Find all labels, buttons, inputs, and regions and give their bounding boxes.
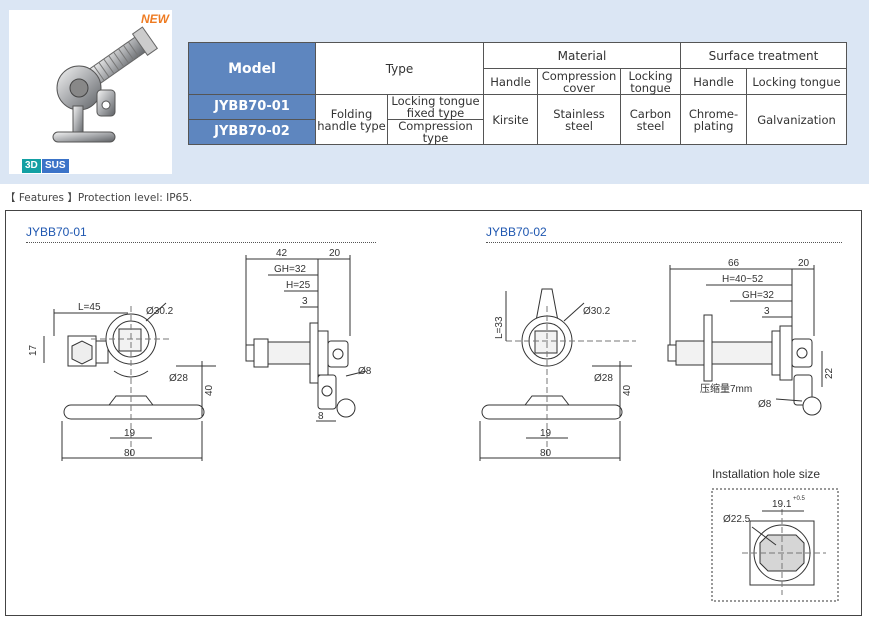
product-band: NEW 3D — [0, 0, 869, 184]
sub-locking-tongue: Locking tongue — [620, 68, 681, 95]
material-handle: Kirsite — [483, 94, 538, 145]
front-view-02 — [479, 288, 636, 461]
model-row-1: JYBB70-01 — [188, 94, 316, 120]
section-title-01: JYBB70-01 — [26, 225, 87, 239]
side-view-01 — [245, 255, 367, 422]
dim-w191: 19.1 — [772, 499, 792, 510]
dim-l33: L=33 — [494, 316, 505, 339]
dim-20-02: 20 — [798, 258, 810, 269]
product-image: NEW 3D — [9, 10, 172, 174]
new-badge: NEW — [141, 12, 169, 26]
dim-h25: H=25 — [286, 280, 311, 291]
dim-d302: Ø30.2 — [146, 306, 174, 317]
install-labels: Ø22.5 19.1 +0.5 — [723, 496, 806, 525]
dim-3: 3 — [302, 296, 308, 307]
dim-66: 66 — [728, 258, 740, 269]
surface-handle: Chrome-plating — [680, 94, 747, 145]
header-type: Type — [315, 42, 484, 95]
dim-w8: 8 — [318, 411, 324, 422]
spec-table: Model Type Material Surface treatment Ha… — [188, 42, 847, 145]
sub-compression-cover: Compression cover — [537, 68, 621, 95]
dim-d8: Ø8 — [358, 366, 372, 377]
tag-sus: SUS — [42, 159, 69, 173]
technical-drawing: JYBB70-01 JYBB70-02 — [5, 210, 862, 616]
material-tongue: Carbon steel — [620, 94, 681, 145]
section-rule-02 — [486, 242, 842, 243]
dim-labels-02-side: 66 20 H=40~52 GH=32 3 22 Ø8 压缩量7mm — [700, 258, 835, 410]
subtype-row-1: Locking tongue fixed type — [387, 94, 484, 120]
side-view-02 — [667, 265, 823, 416]
dim-h22: 22 — [824, 367, 835, 379]
dim-3-02: 3 — [764, 306, 770, 317]
dim-labels-01: L=45 Ø30.2 17 Ø28 40 19 80 — [28, 302, 215, 459]
sub-locking-tongue-surface: Locking tongue — [746, 68, 847, 95]
dim-d28-02: Ø28 — [594, 373, 613, 384]
dim-w19-02: 19 — [540, 428, 552, 439]
dim-gh32-02: GH=32 — [742, 290, 774, 301]
dim-labels-02: L=33 Ø30.2 Ø28 40 19 80 — [494, 306, 633, 459]
dim-gh32: GH=32 — [274, 264, 306, 275]
tag-3d: 3D — [22, 159, 41, 173]
dim-d302-02: Ø30.2 — [583, 306, 611, 317]
dim-w80: 80 — [124, 448, 136, 459]
dim-20: 20 — [329, 248, 341, 259]
dim-d28: Ø28 — [169, 373, 188, 384]
material-cover: Stainless steel — [537, 94, 621, 145]
section-title-02: JYBB70-02 — [486, 225, 547, 239]
dim-w80-02: 80 — [540, 448, 552, 459]
dim-labels-01-side: 42 20 GH=32 H=25 3 Ø8 8 — [274, 248, 372, 422]
compression-label: 压缩量7mm — [700, 382, 752, 395]
dim-d8-02: Ø8 — [758, 399, 772, 410]
dim-42: 42 — [276, 248, 288, 259]
dim-l45: L=45 — [78, 302, 101, 313]
sub-handle: Handle — [483, 68, 538, 95]
dim-h4052: H=40~52 — [722, 274, 764, 285]
dim-h40-02: 40 — [622, 384, 633, 396]
subtype-row-2: Compression type — [387, 119, 484, 145]
drawing-svg: L=45 Ø30.2 17 Ø28 40 19 80 — [28, 248, 839, 602]
product-photo — [52, 26, 159, 143]
sub-handle-surface: Handle — [680, 68, 747, 95]
dim-w19: 19 — [124, 428, 136, 439]
install-title: Installation hole size — [712, 467, 821, 481]
header-surface: Surface treatment — [680, 42, 847, 69]
dim-d225: Ø22.5 — [723, 514, 751, 525]
front-view-01 — [43, 302, 216, 461]
dim-h40: 40 — [204, 384, 215, 396]
section-rule-01 — [26, 242, 376, 243]
header-model: Model — [188, 42, 316, 95]
surface-tongue: Galvanization — [746, 94, 847, 145]
features-text: 【 Features 】Protection level: IP65. — [5, 192, 193, 204]
dim-tol: +0.5 — [793, 496, 806, 502]
header-material: Material — [483, 42, 681, 69]
type-main: Folding handle type — [315, 94, 388, 145]
dim-h17: 17 — [28, 344, 39, 356]
install-hole-diagram — [711, 488, 839, 602]
model-row-2: JYBB70-02 — [188, 119, 316, 145]
